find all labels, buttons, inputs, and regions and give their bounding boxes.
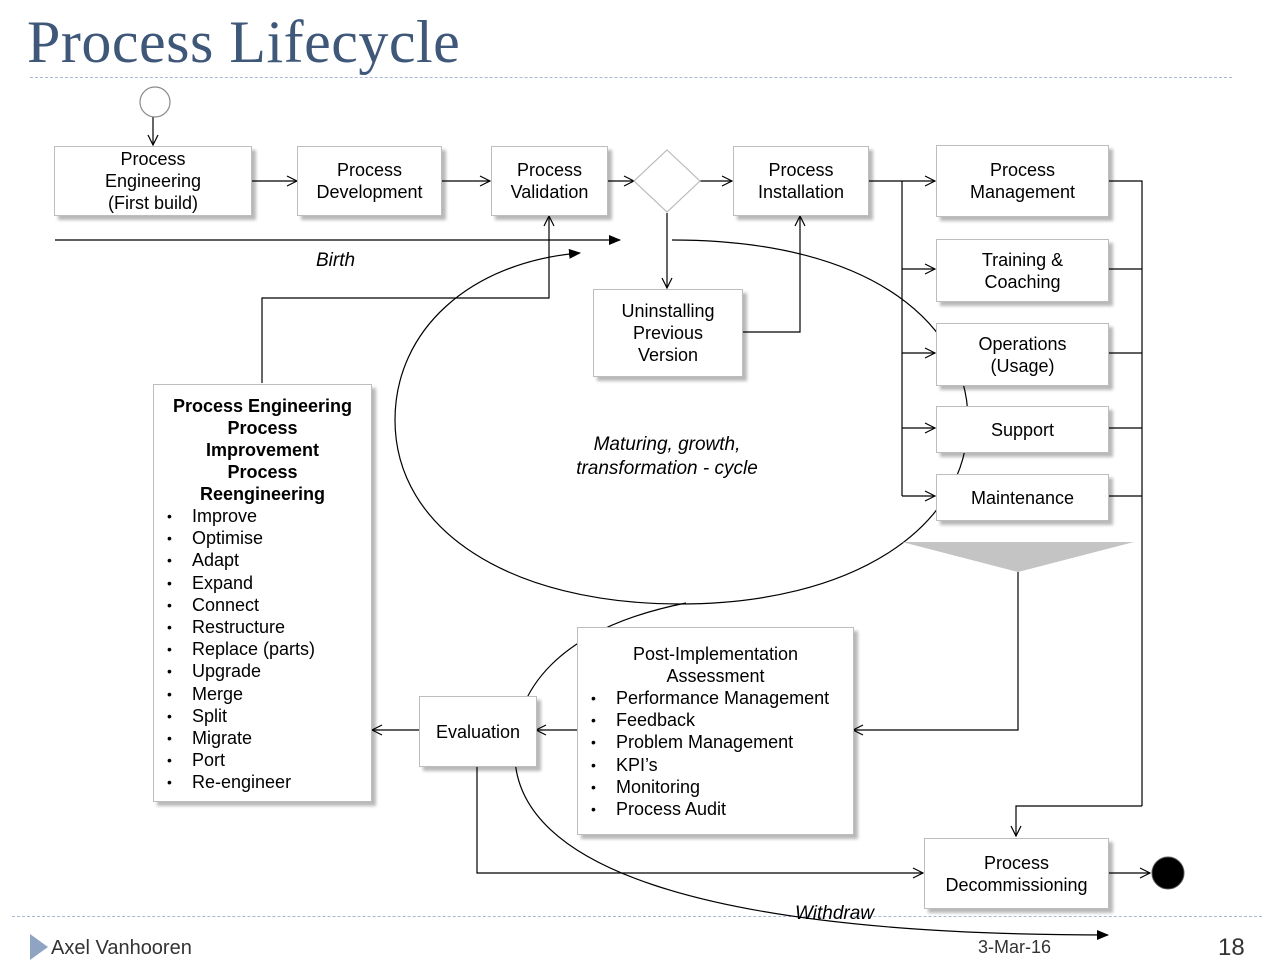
footer-divider [12,916,1262,917]
assessment-box: Post-Implementation Assessment Performan… [577,627,854,835]
assessment-heading-line-2: Assessment [666,666,765,686]
list-item: Split [154,705,371,727]
training-line-1: Training & [981,249,1064,270]
installation-line-1: Process [768,160,834,180]
support-label: Support [990,419,1055,440]
list-item: KPI’s [578,754,853,776]
validation-line-1: Process [516,160,582,180]
improvement-list: Improve Optimise Adapt Expand Connect Re… [154,505,371,794]
assessment-list: Performance Management Feedback Problem … [578,687,853,820]
operations-box: Operations(Usage) [936,323,1109,386]
footer-triangle-icon [30,934,48,960]
birth-label: Birth [316,250,356,271]
evaluation-box: Evaluation [419,696,537,767]
list-item: Connect [154,594,371,616]
footer-author: Axel Vanhooren [51,937,192,959]
improvement-heading-line-5: Reengineering [199,484,326,504]
operations-line-1: Operations [978,333,1067,354]
maintenance-label: Maintenance [970,487,1075,508]
decommissioning-line-2: Decommissioning [945,874,1088,895]
page-title: Process Lifecycle [27,9,461,75]
engineering-line-1: Process [120,149,186,169]
uninstalling-line-2: Previous [632,323,704,343]
list-item: Upgrade [154,660,371,682]
list-item: Adapt [154,549,371,571]
development-line-2: Development [316,182,423,202]
list-item: Performance Management [578,687,853,709]
training-box: Training &Coaching [936,239,1109,302]
maintenance-box: Maintenance [936,474,1109,521]
cycle-label: Maturing, growth, transformation - cycle [560,433,774,481]
training-line-2: Coaching [984,271,1061,292]
uninstalling-line-3: Version [637,345,699,365]
engineering-line-3: (First build) [107,193,198,213]
list-item: Merge [154,683,371,705]
assessment-heading: Post-Implementation Assessment [578,628,853,687]
start-node [139,86,171,118]
list-item: Restructure [154,616,371,638]
footer-date: 3-Mar-16 [978,937,1052,957]
decommissioning-line-1: Process [983,852,1050,873]
list-item: Port [154,749,371,771]
list-item: Re-engineer [154,771,371,793]
improvement-heading-line-2: Process [227,418,298,438]
improvement-box: Process Engineering Process Improvement … [153,384,372,802]
title-divider [30,77,1232,78]
cycle-label-line-1: Maturing, growth, [593,434,741,455]
list-item: Monitoring [578,776,853,798]
improvement-heading-line-1: Process Engineering [172,396,353,416]
list-item: Optimise [154,527,371,549]
management-line-2: Management [969,182,1076,202]
development-line-1: Process [336,160,403,180]
improvement-heading: Process Engineering Process Improvement … [154,385,371,505]
improvement-heading-line-4: Process [227,462,298,482]
list-item: Replace (parts) [154,638,371,660]
operations-line-2: (Usage) [990,355,1055,376]
end-node [1151,856,1185,890]
list-item: Expand [154,572,371,594]
withdraw-label: Withdraw [795,903,875,924]
installation-line-2: Installation [757,182,845,202]
list-item: Feedback [578,709,853,731]
validation-line-2: Validation [510,182,589,202]
list-item: Process Audit [578,798,853,820]
funnel-shape [902,542,1134,572]
page-number: 18 [1218,934,1245,961]
assessment-heading-line-1: Post-Implementation [632,644,799,664]
uninstalling-line-1: Uninstalling [621,301,715,321]
cycle-label-line-2: transformation - cycle [576,458,758,479]
management-line-1: Process [989,160,1055,180]
support-box: Support [936,406,1109,453]
improvement-heading-line-3: Improvement [205,440,320,460]
list-item: Migrate [154,727,371,749]
list-item: Problem Management [578,731,853,753]
engineering-line-2: Engineering [104,171,202,191]
list-item: Improve [154,505,371,527]
decision-diamond [633,149,701,213]
evaluation-label: Evaluation [435,721,521,742]
